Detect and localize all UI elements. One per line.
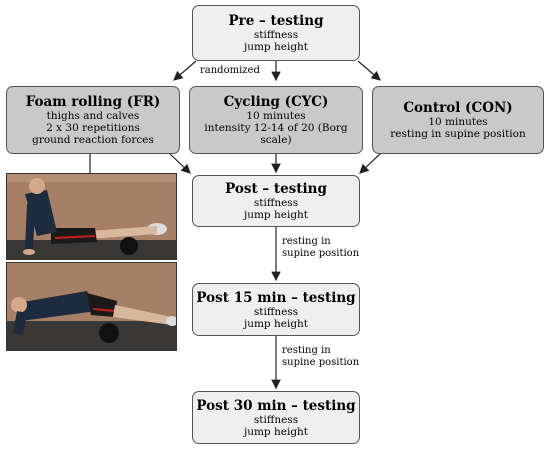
arrow-fr-to-post (167, 151, 191, 174)
randomized-label: randomized (200, 65, 260, 76)
post-30-testing-title: Post 30 min – testing (196, 397, 356, 414)
resting-label-1: resting in supine position (282, 236, 359, 260)
pre-testing-box: Pre – testing stiffness jump height (192, 5, 360, 61)
cycling-title: Cycling (CYC) (223, 94, 329, 110)
post-testing-box: Post – testing stiffness jump height (192, 175, 360, 227)
control-title: Control (CON) (403, 100, 513, 116)
arrow-con-to-post (359, 151, 383, 174)
foam-rolling-thighs-photo (6, 262, 177, 351)
cycling-line-2: intensity 12-14 of 20 (Borg scale) (204, 122, 348, 146)
resting-label-1-line-1: resting in (282, 236, 331, 247)
foam-rolling-line-3: ground reaction forces (32, 134, 154, 146)
resting-label-1-line-2: supine position (282, 248, 360, 259)
post-15-testing-line-1: stiffness (253, 305, 299, 318)
post-30-testing-box: Post 30 min – testing stiffness jump hei… (192, 391, 360, 444)
pre-testing-line-1: stiffness (253, 29, 299, 41)
foam-rolling-box: Foam rolling (FR) thighs and calves 2 x … (6, 86, 180, 154)
foam-rolling-line-2: 2 x 30 repetitions (46, 122, 140, 134)
foam-rolling-line-1: thighs and calves (46, 110, 140, 122)
post-15-testing-box: Post 15 min – testing stiffness jump hei… (192, 283, 360, 336)
resting-label-2-line-1: resting in (282, 345, 331, 356)
post-15-testing-line-2: jump height (243, 317, 309, 330)
post-testing-line-1: stiffness (253, 197, 299, 209)
foam-rolling-calves-photo (6, 173, 177, 260)
pre-testing-title: Pre – testing (228, 13, 324, 29)
control-line-1: 10 minutes (428, 116, 488, 128)
post-testing-title: Post – testing (225, 181, 327, 197)
post-testing-line-2: jump height (243, 209, 309, 221)
arrow-pre-to-fr (173, 60, 197, 81)
arrow-pre-to-con (357, 60, 381, 81)
post-30-testing-line-2: jump height (243, 425, 309, 438)
post-30-testing-line-1: stiffness (253, 413, 299, 426)
control-box: Control (CON) 10 minutes resting in supi… (372, 86, 544, 154)
foam-rolling-title: Foam rolling (FR) (25, 94, 161, 110)
cycling-line-1: 10 minutes (246, 110, 306, 122)
cycling-box: Cycling (CYC) 10 minutes intensity 12-14… (189, 86, 363, 154)
resting-label-2-line-2: supine position (282, 357, 360, 368)
post-15-testing-title: Post 15 min – testing (196, 289, 356, 306)
control-line-2: resting in supine position (390, 128, 526, 140)
pre-testing-line-2: jump height (243, 41, 309, 53)
resting-label-2: resting in supine position (282, 345, 359, 369)
